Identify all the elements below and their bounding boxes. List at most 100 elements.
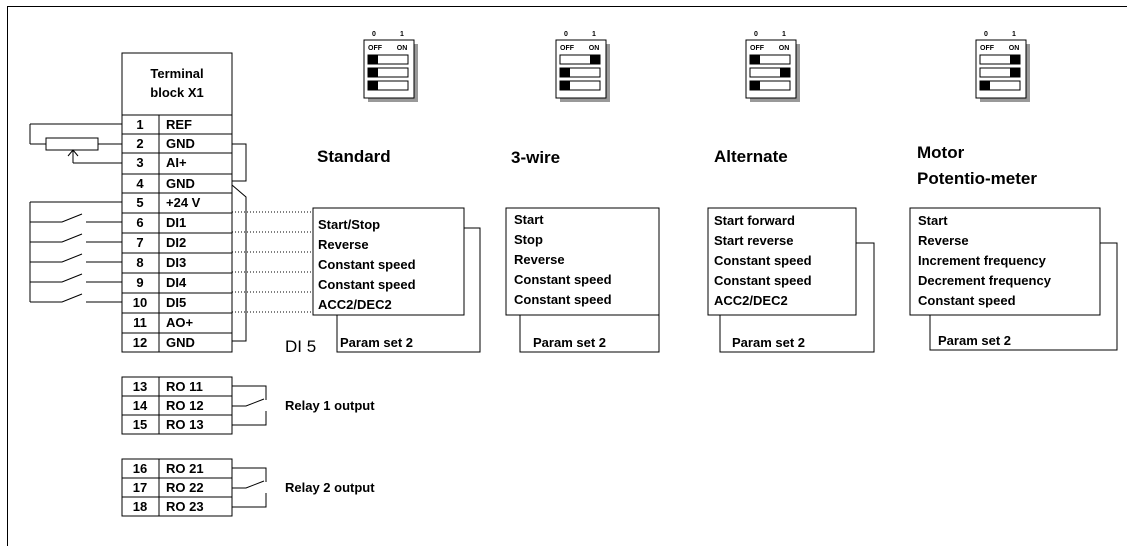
mode-param-set: Param set 2 (732, 335, 805, 350)
terminal-number: 6 (136, 215, 143, 230)
mode-function: Reverse (514, 252, 565, 267)
dip-one-label: 1 (400, 31, 404, 38)
mode-param-set: Param set 2 (340, 335, 413, 350)
mode-function: Reverse (318, 237, 369, 252)
terminal-number: 3 (136, 155, 143, 170)
terminal-label: GND (166, 136, 195, 151)
mode-function: Constant speed (318, 277, 416, 292)
di5-label: DI 5 (285, 337, 316, 356)
diagram-frame (7, 6, 1127, 546)
mode-title-3wire: 3-wire (511, 148, 560, 167)
relay-terminal-number: 17 (133, 480, 147, 495)
terminal-number: 4 (136, 176, 144, 191)
dip-knob (750, 81, 760, 90)
dip-knob (560, 68, 570, 77)
relay-terminal-label: RO 22 (166, 480, 204, 495)
relay-terminal-label: RO 12 (166, 398, 204, 413)
mode-function: Start reverse (714, 233, 794, 248)
terminal-label: DI5 (166, 295, 186, 310)
mode-function: Start (514, 212, 544, 227)
dip-off-label: OFF (368, 45, 383, 52)
mode-box-standard (312, 207, 465, 316)
relay-terminal-number: 14 (133, 398, 148, 413)
mode-function: Constant speed (918, 293, 1016, 308)
terminal-number: 5 (136, 195, 143, 210)
relay-terminal-label: RO 11 (166, 379, 203, 394)
dip-zero-label: 0 (564, 31, 568, 38)
terminal-label: +24 V (166, 195, 201, 210)
terminal-number: 12 (133, 335, 147, 350)
dip-knob (980, 81, 990, 90)
terminal-number: 11 (133, 315, 147, 330)
dip-off-label: OFF (560, 45, 575, 52)
terminal-label: GND (166, 335, 195, 350)
terminal-label: DI1 (166, 215, 186, 230)
dip-knob (780, 68, 790, 77)
relay-terminal-number: 15 (133, 417, 147, 432)
dip-knob (560, 81, 570, 90)
dip-one-label: 1 (1012, 31, 1016, 38)
mode-box-alternate (707, 207, 857, 316)
dip-zero-label: 0 (754, 31, 758, 38)
dip-one-label: 1 (782, 31, 786, 38)
terminal-number: 9 (136, 275, 143, 290)
mode-function: Start forward (714, 213, 795, 228)
dip-one-label: 1 (592, 31, 596, 38)
relay-terminal-number: 16 (133, 461, 147, 476)
dip-on-label: ON (779, 45, 790, 52)
mode-function: Reverse (918, 233, 969, 248)
mode-function: Start/Stop (318, 217, 380, 232)
mode-function: Stop (514, 232, 543, 247)
dip-zero-label: 0 (372, 31, 376, 38)
terminal-block-title-2: block X1 (150, 85, 203, 100)
terminal-number: 8 (136, 255, 143, 270)
terminal-label: DI4 (166, 275, 187, 290)
dip-knob (368, 68, 378, 77)
relay2-label: Relay 2 output (285, 480, 375, 495)
dip-on-label: ON (589, 45, 600, 52)
mode-param-set: Param set 2 (533, 335, 606, 350)
mode-function: Decrement frequency (918, 273, 1052, 288)
terminal-label: REF (166, 117, 192, 132)
dip-knob (368, 81, 378, 90)
mode-function: Constant speed (714, 273, 812, 288)
terminal-number: 7 (136, 235, 143, 250)
dip-knob (590, 55, 600, 64)
dip-knob (1010, 68, 1020, 77)
mode-box-motor (909, 207, 1101, 316)
dip-on-label: ON (397, 45, 408, 52)
terminal-block-title-1: Terminal (150, 66, 203, 81)
terminal-number: 10 (133, 295, 147, 310)
mode-title-alternate: Alternate (714, 147, 788, 166)
mode-title-motor-1: Motor (917, 143, 965, 162)
relay1-label: Relay 1 output (285, 398, 375, 413)
mode-function: Constant speed (318, 257, 416, 272)
mode-param-set: Param set 2 (938, 333, 1011, 348)
mode-box-3wire (505, 207, 660, 316)
dip-knob (368, 55, 378, 64)
relay-terminal-label: RO 23 (166, 499, 204, 514)
mode-function: Increment frequency (918, 253, 1047, 268)
dip-knob (750, 55, 760, 64)
dip-off-label: OFF (980, 45, 995, 52)
terminal-label: AO+ (166, 315, 194, 330)
mode-title-standard: Standard (317, 147, 391, 166)
relay-terminal-label: RO 13 (166, 417, 204, 432)
relay-terminal-number: 13 (133, 379, 147, 394)
dip-on-label: ON (1009, 45, 1020, 52)
relay-terminal-label: RO 21 (166, 461, 204, 476)
terminal-label: DI3 (166, 255, 186, 270)
terminal-number: 2 (136, 136, 143, 151)
mode-function: Constant speed (514, 272, 612, 287)
dip-knob (1010, 55, 1020, 64)
terminal-number: 1 (136, 117, 143, 132)
mode-function: ACC2/DEC2 (318, 297, 392, 312)
mode-function: Constant speed (714, 253, 812, 268)
relay-terminal-number: 18 (133, 499, 147, 514)
dip-zero-label: 0 (984, 31, 988, 38)
